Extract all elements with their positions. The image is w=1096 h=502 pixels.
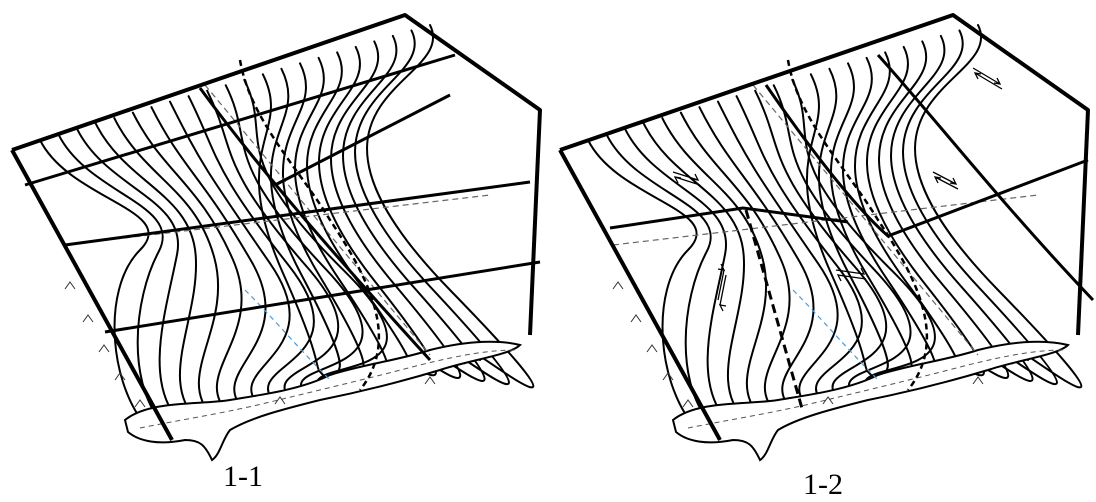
block-frame-left — [12, 150, 172, 440]
contour-line — [588, 140, 698, 430]
block-diagram-1-2: 1-2 — [548, 0, 1096, 502]
block-diagram-1-1: 1-1 — [0, 0, 548, 502]
terrace-caret — [683, 400, 693, 407]
terrace-caret — [83, 315, 93, 322]
contour-line — [737, 96, 862, 403]
terrace-caret — [647, 345, 657, 352]
terrace-caret — [99, 345, 109, 352]
contour-line — [40, 140, 150, 430]
block-frame-left — [560, 150, 720, 440]
contour-line — [681, 113, 790, 414]
contour-line — [331, 41, 460, 378]
displacement-arrow — [720, 275, 726, 311]
contour-line — [699, 107, 813, 410]
terrace-caret — [135, 400, 145, 407]
contour-line — [774, 85, 911, 396]
fault-line-horizontal — [610, 208, 848, 228]
terrace-caret — [425, 377, 435, 384]
contour-line — [189, 96, 314, 403]
contour-line — [644, 124, 745, 420]
block-frame-top — [12, 15, 540, 335]
terrace-caret — [65, 282, 75, 289]
contour-line — [96, 124, 197, 420]
contour-line — [226, 85, 363, 396]
terrace-caret — [631, 315, 641, 322]
figure-label-1-1: 1-1 — [223, 462, 263, 492]
terrace-caret — [973, 377, 983, 384]
contour-line — [295, 58, 388, 380]
contour-line — [367, 25, 533, 387]
fault-line-horizontal — [25, 55, 455, 185]
fault-line-dashed — [746, 210, 803, 412]
fault-line-horizontal — [105, 262, 540, 332]
figure-label-1-2: 1-2 — [803, 470, 843, 500]
block-diagram-svg-1-1 — [0, 0, 548, 470]
terrace-caret — [613, 282, 623, 289]
block-frame-top — [560, 15, 1088, 335]
block-diagram-svg-1-2 — [548, 0, 1096, 470]
contour-line — [133, 113, 242, 414]
contour-line — [879, 41, 1008, 378]
contour-line — [307, 52, 412, 376]
